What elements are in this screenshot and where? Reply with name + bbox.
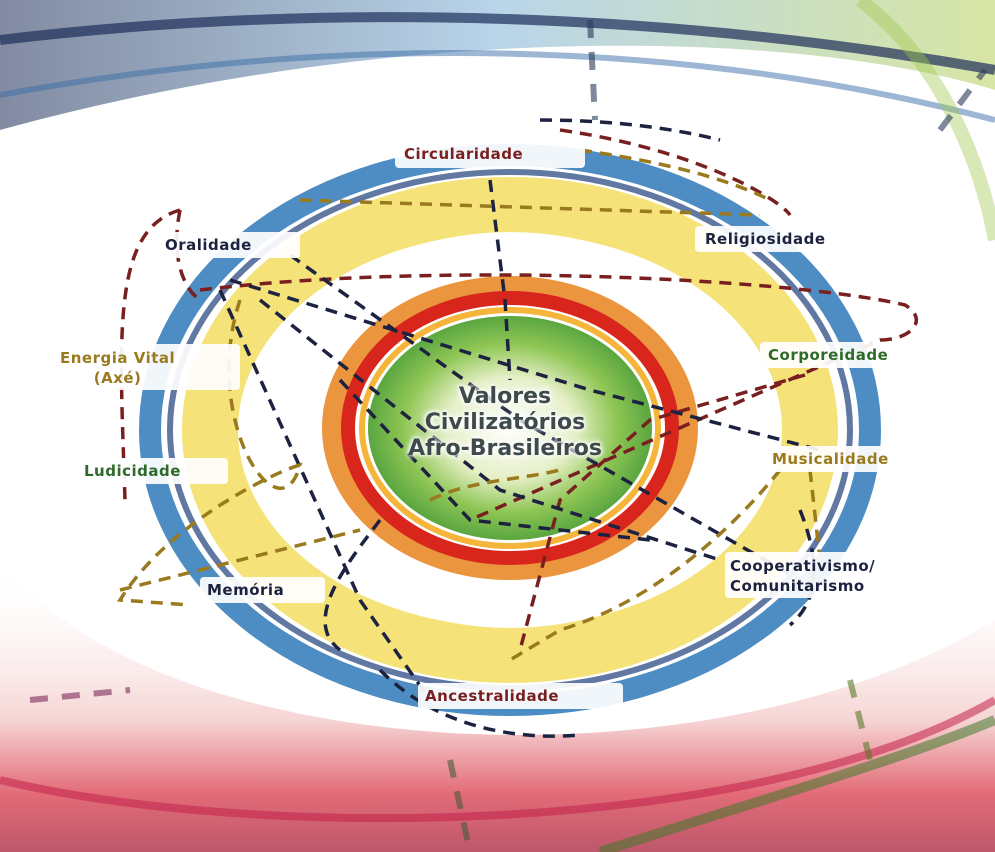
center-title: Valores Civilizatórios Afro-Brasileiros (340, 384, 670, 462)
label-energia-vital: Energia Vital (Axé) (60, 348, 175, 388)
center-title-line-2: Civilizatórios (340, 410, 670, 436)
label-ancestralidade: Ancestralidade (425, 687, 559, 705)
center-title-line-1: Valores (340, 384, 670, 410)
label-cooperativismo-comunitarismo: Cooperativismo/ Comunitarismo (730, 556, 875, 596)
label-musicalidade: Musicalidade (772, 450, 889, 468)
center-title-line-3: Afro-Brasileiros (340, 436, 670, 462)
label-religiosidade: Religiosidade (705, 230, 826, 248)
label-oralidade: Oralidade (165, 236, 252, 254)
label-memoria: Memória (207, 581, 284, 599)
label-ludicidade: Ludicidade (84, 462, 181, 480)
label-circularidade: Circularidade (404, 145, 523, 163)
label-corporeidade: Corporeidade (768, 346, 888, 364)
